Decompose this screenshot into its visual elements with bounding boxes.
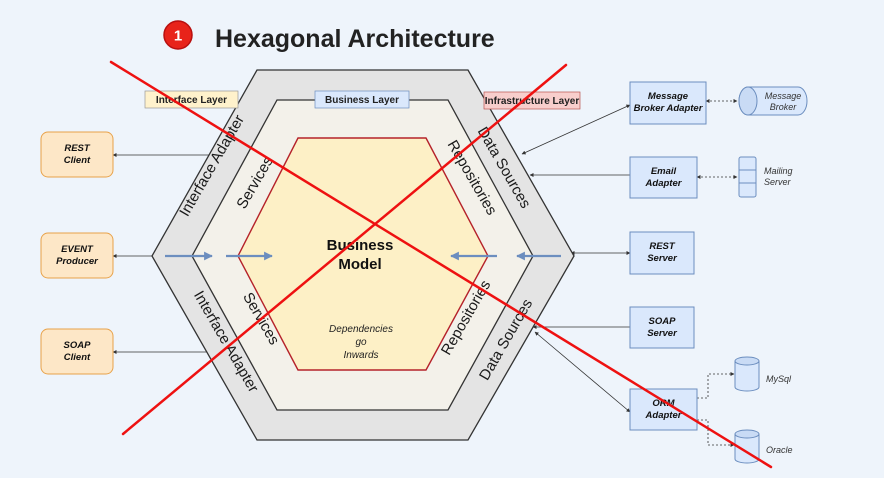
strike-through-cross	[109, 60, 773, 469]
mysql-database-icon: MySql	[734, 356, 792, 392]
email-adapter-line2: Adapter	[645, 178, 683, 189]
mailing-server-line2: Server	[764, 177, 792, 187]
header: 1 Hexagonal Architecture	[163, 20, 495, 53]
orm-adapter-line2: Adapter	[645, 410, 683, 421]
core-title-line1: Business	[327, 237, 394, 254]
cross-line-main	[109, 60, 773, 469]
connections	[112, 104, 631, 413]
event-producer-line2: Producer	[56, 256, 99, 267]
mailing-server-icon: Mailing Server	[738, 156, 793, 198]
event-producer-line1: EVENT	[61, 244, 94, 255]
orm-adapter-connector	[534, 331, 631, 413]
email-adapter: Email Adapter	[629, 156, 698, 199]
message-broker-line2: Broker	[770, 102, 798, 112]
rest-server-line2: Server	[647, 253, 678, 264]
message-broker-queue-icon: Message Broker	[738, 86, 808, 116]
orm-adapter: ORM Adapter	[629, 388, 698, 431]
oracle-label: Oracle	[766, 445, 793, 455]
core-note-line3: Inwards	[343, 350, 378, 361]
message-broker-adapter-line1: Message	[648, 91, 689, 102]
step-badge	[163, 20, 193, 50]
rest-client-line2: Client	[64, 155, 91, 166]
soap-server-line2: Server	[647, 328, 678, 339]
message-broker-line1: Message	[765, 91, 802, 101]
mysql-link	[697, 372, 735, 399]
core-note-line1: Dependencies	[329, 324, 393, 335]
mailing-server-line1: Mailing	[764, 166, 793, 176]
core-title-line2: Model	[338, 256, 381, 273]
message-broker-adapter: Message Broker Adapter	[629, 81, 707, 125]
soap-server: SOAP Server	[629, 306, 695, 349]
business-layer-tag	[314, 90, 410, 109]
infrastructure-layer-label: Infrastructure Layer	[485, 96, 580, 107]
rest-server-line1: REST	[649, 241, 676, 252]
interface-layer-label: Interface Layer	[156, 95, 227, 106]
message-broker-adapter-line2: Broker Adapter	[634, 103, 704, 114]
oracle-link	[697, 419, 735, 447]
message-broker-connector	[521, 104, 631, 155]
oracle-database-icon: Oracle	[734, 429, 793, 464]
orm-adapter-line1: ORM	[652, 398, 675, 409]
page-title: Hexagonal Architecture	[215, 25, 495, 53]
soap-client-line2: Client	[64, 352, 91, 363]
soap-server-line1: SOAP	[649, 316, 677, 327]
email-adapter-line1: Email	[651, 166, 677, 177]
rest-client: REST Client	[40, 131, 114, 178]
external-connections	[696, 99, 738, 447]
core-note-line2: go	[355, 337, 367, 348]
layer-labels: Interface Layer Business Layer Infrastru…	[144, 90, 581, 110]
business-layer-label: Business Layer	[325, 95, 399, 106]
mysql-label: MySql	[766, 374, 792, 384]
hexagon	[151, 69, 575, 441]
rest-server: REST Server	[629, 231, 695, 275]
clients: REST Client EVENT Producer SOAP Client	[40, 131, 114, 375]
soap-client-line1: SOAP	[64, 340, 92, 351]
adapters: Message Broker Adapter Email Adapter RES…	[629, 81, 707, 431]
external-systems: Message Broker Mailing Server MySql Orac…	[734, 86, 808, 464]
soap-client: SOAP Client	[40, 328, 114, 375]
event-producer: EVENT Producer	[40, 232, 114, 279]
cross-line-second	[121, 63, 568, 436]
rest-client-line1: REST	[64, 143, 91, 154]
interface-layer-tag	[144, 90, 239, 109]
step-badge-number: 1	[174, 28, 182, 45]
